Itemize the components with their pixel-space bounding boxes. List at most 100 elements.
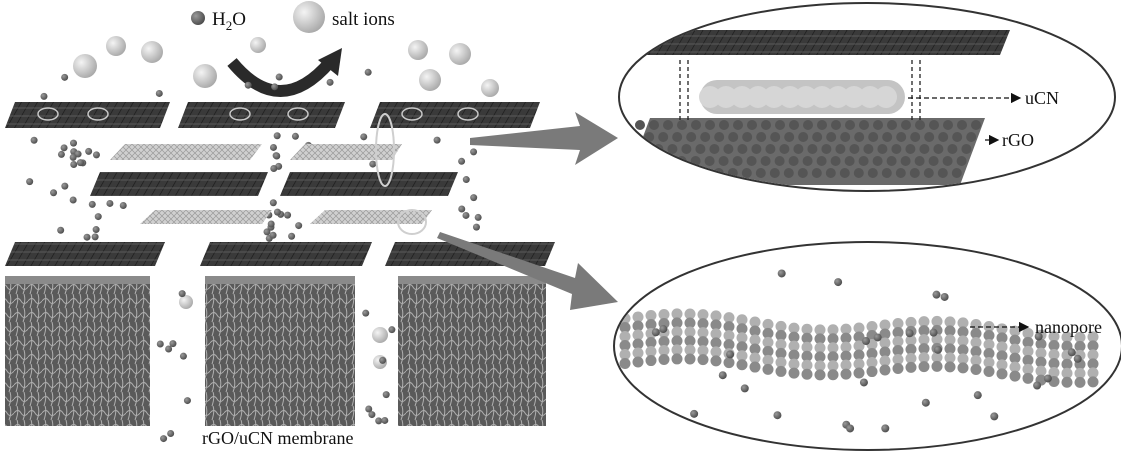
carbon-nitride-atom: [840, 359, 852, 371]
nanopore-label: nanopore: [1035, 317, 1102, 337]
water-molecule: [362, 309, 370, 317]
salt-ion: [193, 64, 217, 88]
rgo-atom: [811, 168, 822, 178]
water-molecule: [178, 290, 186, 298]
carbon-nitride-atom: [853, 322, 865, 334]
carbon-nitride-atom: [879, 364, 891, 376]
salt-ion: [141, 41, 163, 63]
rgo-atom: [728, 132, 739, 142]
rgo-atom: [910, 132, 921, 142]
rgo-atom: [657, 168, 668, 178]
substrate-block: [205, 276, 355, 426]
carbon-nitride-atom: [892, 327, 904, 339]
water-molecule: [472, 223, 480, 231]
carbon-nitride-atom: [879, 319, 891, 331]
carbon-nitride-atom: [658, 353, 670, 365]
water-molecule: [881, 424, 890, 433]
carbon-nitride-atom: [853, 367, 865, 379]
carbon-nitride-atom: [749, 352, 761, 364]
carbon-nitride-atom: [1048, 348, 1060, 360]
carbon-nitride-atom: [1087, 340, 1099, 352]
rgo-atom: [774, 156, 785, 166]
rgo-atom: [923, 168, 934, 178]
carbon-nitride-atom: [892, 345, 904, 357]
carbon-nitride-atom: [762, 345, 774, 357]
water-molecule: [834, 278, 843, 287]
carbon-nitride-atom: [619, 339, 631, 351]
carbon-nitride-atom: [658, 335, 670, 347]
rgo-atom: [620, 168, 626, 178]
water-molecule: [846, 424, 855, 433]
carbon-nitride-atom: [905, 334, 917, 346]
rgo-atom: [737, 144, 748, 154]
carbon-nitride-atom: [723, 330, 735, 342]
salt-ion: [250, 37, 266, 53]
rgo-atom: [937, 168, 948, 178]
water-molecule: [92, 151, 100, 159]
carbon-nitride-atom: [879, 328, 891, 340]
rgo-atom: [929, 120, 939, 130]
carbon-nitride-atom: [970, 337, 982, 349]
carbon-nitride-atom: [879, 346, 891, 358]
water-molecule: [873, 333, 882, 342]
water-molecule: [921, 398, 930, 407]
water-molecule: [70, 160, 78, 168]
curved-arrow-icon: [227, 58, 335, 97]
carbon-nitride-atom: [788, 349, 800, 361]
carbon-nitride-atom: [918, 325, 930, 337]
ucn-sheet: [310, 210, 432, 224]
carbon-nitride-atom: [684, 353, 696, 365]
rgo-atom: [909, 168, 920, 178]
carbon-nitride-atom: [749, 316, 761, 328]
water-molecule: [326, 78, 334, 86]
carbon-nitride-atom: [892, 318, 904, 330]
salt-ion: [372, 327, 388, 343]
water-molecule: [458, 157, 466, 165]
rgo-atom: [873, 120, 883, 130]
rgo-atom: [914, 156, 925, 166]
rgo-atom: [635, 120, 645, 130]
rgo-atom: [943, 120, 953, 130]
rgo-atom: [849, 144, 860, 154]
rgo-atom: [723, 144, 734, 154]
rgo-atom: [634, 156, 645, 166]
carbon-nitride-atom: [1022, 336, 1034, 348]
water-molecule: [690, 409, 699, 418]
rgo-atom: [881, 168, 892, 178]
rgo-label: rGO: [1002, 130, 1034, 150]
carbon-nitride-atom: [866, 357, 878, 369]
carbon-nitride-atom: [1074, 376, 1086, 388]
water-molecule: [85, 147, 93, 155]
carbon-nitride-atom: [827, 342, 839, 354]
carbon-nitride-atom: [697, 327, 709, 339]
carbon-nitride-atom: [996, 332, 1008, 344]
water-molecule: [932, 290, 941, 299]
rgo-atom: [957, 120, 967, 130]
carbon-nitride-atom: [1087, 349, 1099, 361]
carbon-nitride-atom: [1074, 367, 1086, 379]
carbon-nitride-atom: [723, 339, 735, 351]
water-molecule: [740, 384, 749, 393]
carbon-nitride-atom: [710, 346, 722, 358]
carbon-nitride-atom: [632, 311, 644, 323]
carbon-nitride-atom: [684, 308, 696, 320]
water-molecule: [119, 201, 127, 209]
ucn-atom: [859, 86, 881, 108]
carbon-nitride-atom: [905, 316, 917, 328]
carbon-nitride-atom: [814, 324, 826, 336]
carbon-nitride-atom: [684, 344, 696, 356]
carbon-nitride-atom: [645, 310, 657, 322]
salt-ion: [73, 54, 97, 78]
rgo-atom: [769, 168, 780, 178]
rgo-sheet: [280, 172, 458, 196]
water-molecule: [40, 92, 48, 100]
water-molecule: [179, 352, 187, 360]
carbon-nitride-atom: [918, 343, 930, 355]
carbon-nitride-atom: [853, 349, 865, 361]
rgo-atom: [746, 156, 757, 166]
rgo-atom: [789, 120, 799, 130]
carbon-nitride-atom: [671, 308, 683, 320]
carbon-nitride-atom: [944, 334, 956, 346]
rgo-atom: [662, 156, 673, 166]
water-molecule: [269, 143, 277, 151]
